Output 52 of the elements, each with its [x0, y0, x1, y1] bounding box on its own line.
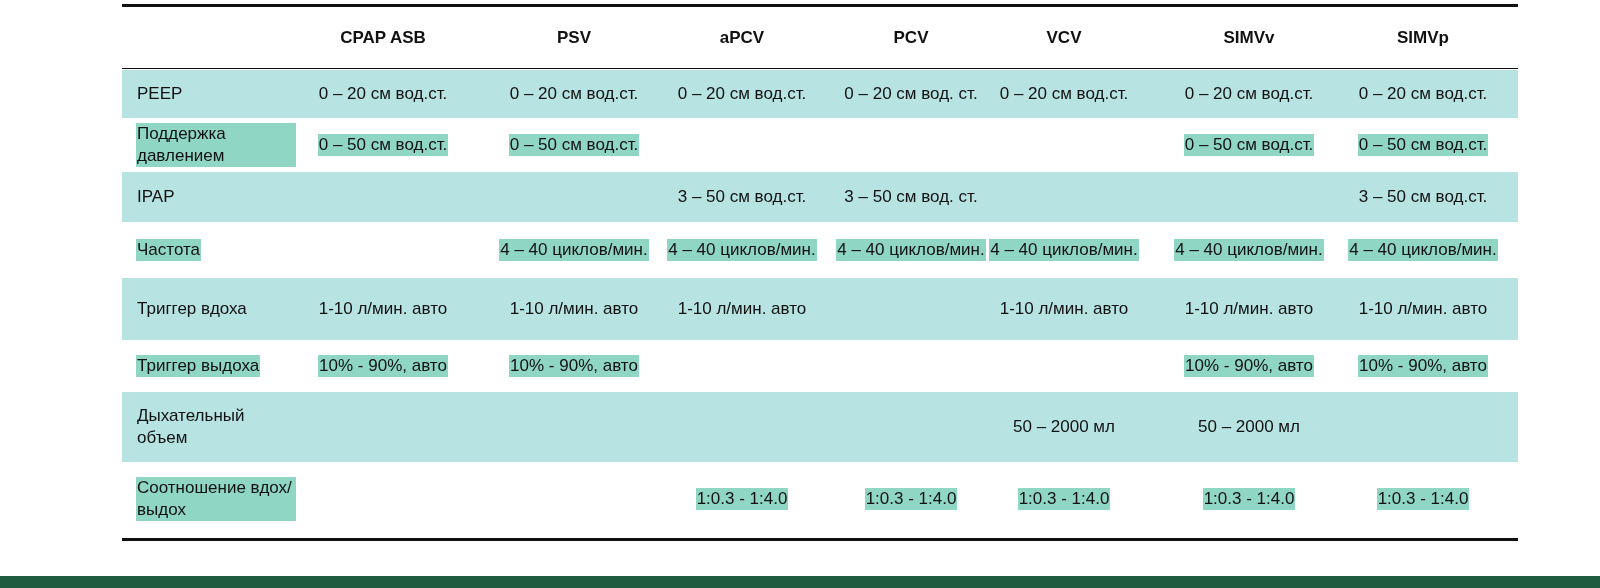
setting-value: 3 – 50 см вод.ст.: [1357, 186, 1489, 208]
setting-value: 3 – 50 см вод. ст.: [843, 186, 979, 208]
setting-value: 1-10 л/мин. авто: [317, 298, 449, 320]
setting-value: 0 – 50 см вод.ст.: [317, 134, 449, 156]
setting-value: 1-10 л/мин. авто: [998, 298, 1130, 320]
column-header: PCV: [892, 27, 930, 49]
column-header: VCV: [1045, 27, 1083, 49]
setting-value: 4 – 40 циклов/мин.: [1348, 239, 1498, 261]
setting-value: 50 – 2000 мл: [1197, 416, 1301, 438]
setting-value: 10% - 90%, авто: [1184, 355, 1314, 377]
setting-value: 1-10 л/мин. авто: [676, 298, 808, 320]
column-header: SIMVp: [1396, 27, 1450, 49]
setting-value: 10% - 90%, авто: [509, 355, 639, 377]
setting-value: 1-10 л/мин. авто: [508, 298, 640, 320]
setting-value: 1:0.3 - 1:4.0: [1376, 488, 1470, 510]
setting-value: 0 – 20 см вод.ст.: [676, 83, 808, 105]
setting-value: 4 – 40 циклов/мин.: [989, 239, 1139, 261]
row-label: Триггер выдоха: [136, 355, 261, 377]
row-label: PEEP: [136, 83, 184, 105]
column-header: aPCV: [718, 27, 766, 49]
setting-value: 1:0.3 - 1:4.0: [695, 488, 789, 510]
row-label: Дыхательный объем: [136, 405, 246, 449]
column-header: CPAP ASB: [339, 27, 427, 49]
setting-value: 10% - 90%, авто: [1358, 355, 1488, 377]
setting-value: 10% - 90%, авто: [318, 355, 448, 377]
column-header: PSV: [556, 27, 592, 49]
setting-value: 1:0.3 - 1:4.0: [1202, 488, 1296, 510]
setting-value: 0 – 50 см вод.ст.: [508, 134, 640, 156]
setting-value: 1-10 л/мин. авто: [1183, 298, 1315, 320]
setting-value: 50 – 2000 мл: [1012, 416, 1116, 438]
column-header: SIMVv: [1222, 27, 1276, 49]
setting-value: 4 – 40 циклов/мин.: [1174, 239, 1324, 261]
setting-value: 3 – 50 см вод.ст.: [676, 186, 808, 208]
setting-value: 0 – 20 см вод.ст.: [1357, 83, 1489, 105]
setting-value: 0 – 20 см вод. ст.: [843, 83, 979, 105]
setting-value: 0 – 50 см вод.ст.: [1183, 134, 1315, 156]
setting-value: 4 – 40 циклов/мин.: [499, 239, 649, 261]
row-label: Поддержка давлением: [136, 123, 296, 167]
setting-value: 0 – 20 см вод.ст.: [998, 83, 1130, 105]
setting-value: 1:0.3 - 1:4.0: [864, 488, 958, 510]
setting-value: 0 – 20 см вод.ст.: [508, 83, 640, 105]
setting-value: 4 – 40 циклов/мин.: [667, 239, 817, 261]
setting-value: 1-10 л/мин. авто: [1357, 298, 1489, 320]
row-label: Триггер вдоха: [136, 298, 248, 320]
row-label: Частота: [136, 239, 201, 261]
setting-value: 4 – 40 циклов/мин.: [836, 239, 986, 261]
setting-value: 0 – 20 см вод.ст.: [317, 83, 449, 105]
setting-value: 0 – 50 см вод.ст.: [1357, 134, 1489, 156]
setting-value: 1:0.3 - 1:4.0: [1017, 488, 1111, 510]
row-label: IPAP: [136, 186, 176, 208]
row-label: Соотношение вдох/выдох: [136, 477, 296, 521]
setting-value: 0 – 20 см вод.ст.: [1183, 83, 1315, 105]
